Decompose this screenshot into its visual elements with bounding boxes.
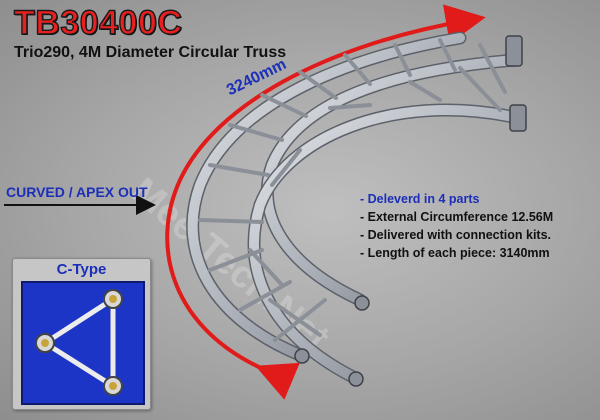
triangle-icon: [35, 289, 123, 396]
product-code-title: TB30400C: [13, 3, 183, 42]
feature-item: - Length of each piece: 3140mm: [360, 246, 550, 260]
feature-item: - Delivered with connection kits.: [360, 228, 552, 242]
feature-item: - External Circumference 12.56M: [360, 210, 554, 224]
feature-list: - Deleverd in 4 parts - External Circumf…: [360, 190, 553, 262]
product-subtitle: Trio290, 4M Diameter Circular Truss: [14, 44, 287, 61]
triangle-cross-section-diagram: [21, 281, 145, 405]
curved-truss: [186, 31, 527, 387]
red-arc-arrow: [165, 4, 486, 400]
feature-item: - Deleverd in 4 parts: [360, 192, 480, 206]
ctype-label: C-Type: [56, 261, 107, 278]
curve-type-label: CURVED / APEX OUT: [6, 184, 148, 200]
ctype-panel: C-Type: [12, 258, 151, 410]
